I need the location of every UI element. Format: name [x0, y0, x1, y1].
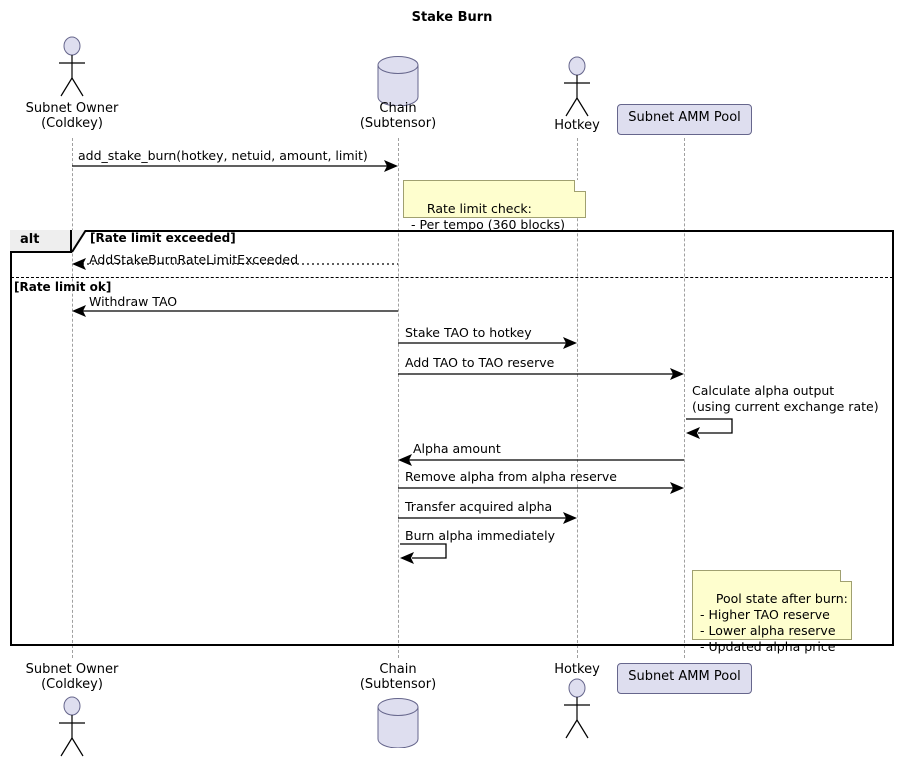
- message-label-add-stake-burn: add_stake_burn(hotkey, netuid, amount, l…: [78, 148, 368, 163]
- note-text: Pool state after burn: - Higher TAO rese…: [700, 591, 848, 654]
- lifeline-subnet-owner: [72, 138, 73, 658]
- participant-label-chain-bottom: Chain (Subtensor): [326, 662, 470, 692]
- participant-label-line2: (Coldkey): [41, 116, 103, 131]
- participant-box-amm-pool-bottom[interactable]: Subnet AMM Pool: [617, 663, 752, 694]
- message-arrow-transfer-acquired-alpha: [398, 512, 577, 524]
- message-label-stake-tao-to-hotkey: Stake TAO to hotkey: [405, 325, 532, 340]
- participant-label-subnet-owner-top: Subnet Owner (Coldkey): [0, 101, 144, 131]
- message-arrow-add-stake-burn: [72, 160, 398, 172]
- message-arrow-burn-alpha-immediately-self: [400, 543, 447, 564]
- message-label-transfer-acquired-alpha: Transfer acquired alpha: [405, 499, 553, 514]
- message-label-withdraw-tao: Withdraw TAO: [89, 294, 178, 309]
- message-arrow-withdraw-tao: [72, 305, 398, 317]
- guard-rate-limit-exceeded: [Rate limit exceeded]: [90, 231, 236, 245]
- participant-box-amm-pool-top[interactable]: Subnet AMM Pool: [617, 104, 752, 135]
- actor-subnet-owner-bottom-icon: [59, 696, 85, 757]
- actor-hotkey-top-icon: [564, 56, 590, 117]
- message-label-alpha-amount: Alpha amount: [413, 441, 501, 456]
- actor-subnet-owner-top-icon: [59, 36, 85, 97]
- note-fold-icon: [840, 570, 852, 582]
- note-pool-state: Pool state after burn: - Higher TAO rese…: [692, 570, 852, 654]
- participant-label-line1: Hotkey: [554, 662, 600, 677]
- participant-label-line2: (Coldkey): [41, 677, 103, 692]
- participant-label-line1: Chain: [379, 101, 417, 116]
- participant-label-chain-top: Chain (Subtensor): [326, 101, 470, 131]
- message-label-burn-alpha-immediately: Burn alpha immediately: [405, 528, 555, 543]
- participant-label-line1: Chain: [379, 662, 417, 677]
- diagram-title: Stake Burn: [411, 10, 493, 25]
- message-arrow-add-tao-to-reserve: [398, 368, 684, 380]
- note-rate-limit-check: Rate limit check: - Per tempo (360 block…: [403, 180, 586, 232]
- note-fold-icon: [574, 180, 586, 192]
- lifeline-hotkey: [577, 138, 578, 658]
- actor-hotkey-bottom-icon: [564, 678, 590, 739]
- alt-tab-corner-icon: [72, 230, 87, 253]
- message-arrow-stake-tao-to-hotkey: [398, 337, 577, 349]
- participant-box-label: Subnet AMM Pool: [628, 110, 741, 125]
- participant-label-line2: (Subtensor): [359, 116, 437, 131]
- alt-operator-label: alt: [20, 232, 40, 247]
- message-arrow-alpha-amount: [398, 454, 684, 466]
- message-label-add-tao-to-reserve: Add TAO to TAO reserve: [405, 355, 555, 370]
- participant-label-line1: Subnet Owner: [25, 101, 119, 116]
- alt-fragment-frame: [10, 230, 894, 646]
- message-label-rate-limit-exceeded: AddStakeBurnRateLimitExceeded: [89, 252, 299, 267]
- participant-label-line1: Hotkey: [554, 118, 600, 133]
- database-chain-bottom-icon: [377, 698, 419, 748]
- participant-label-hotkey-bottom: Hotkey: [517, 662, 637, 677]
- message-label-remove-alpha-from-reserve: Remove alpha from alpha reserve: [405, 469, 617, 484]
- lifeline-amm-pool: [684, 138, 685, 658]
- participant-label-subnet-owner-bottom: Subnet Owner (Coldkey): [0, 662, 144, 692]
- message-label-calculate-alpha-output: Calculate alpha output (using current ex…: [692, 383, 879, 414]
- guard-label: [Rate limit ok]: [14, 280, 112, 294]
- message-arrow-calculate-alpha-output-self: [686, 418, 733, 439]
- alt-fragment-operator-tab: alt: [10, 230, 72, 253]
- participant-box-label: Subnet AMM Pool: [628, 669, 741, 684]
- alt-fragment-divider: [11, 277, 893, 278]
- guard-label: [Rate limit exceeded]: [90, 231, 236, 245]
- message-arrow-remove-alpha-from-reserve: [398, 482, 684, 494]
- database-chain-top-icon: [377, 56, 419, 106]
- note-text: Rate limit check: - Per tempo (360 block…: [411, 201, 565, 232]
- participant-label-hotkey-top: Hotkey: [517, 118, 637, 133]
- guard-rate-limit-ok: [Rate limit ok]: [14, 280, 111, 294]
- message-arrow-rate-limit-exceeded: [72, 258, 398, 270]
- participant-label-line1: Subnet Owner: [25, 662, 119, 677]
- participant-label-line2: (Subtensor): [359, 677, 437, 692]
- lifeline-chain: [398, 138, 399, 658]
